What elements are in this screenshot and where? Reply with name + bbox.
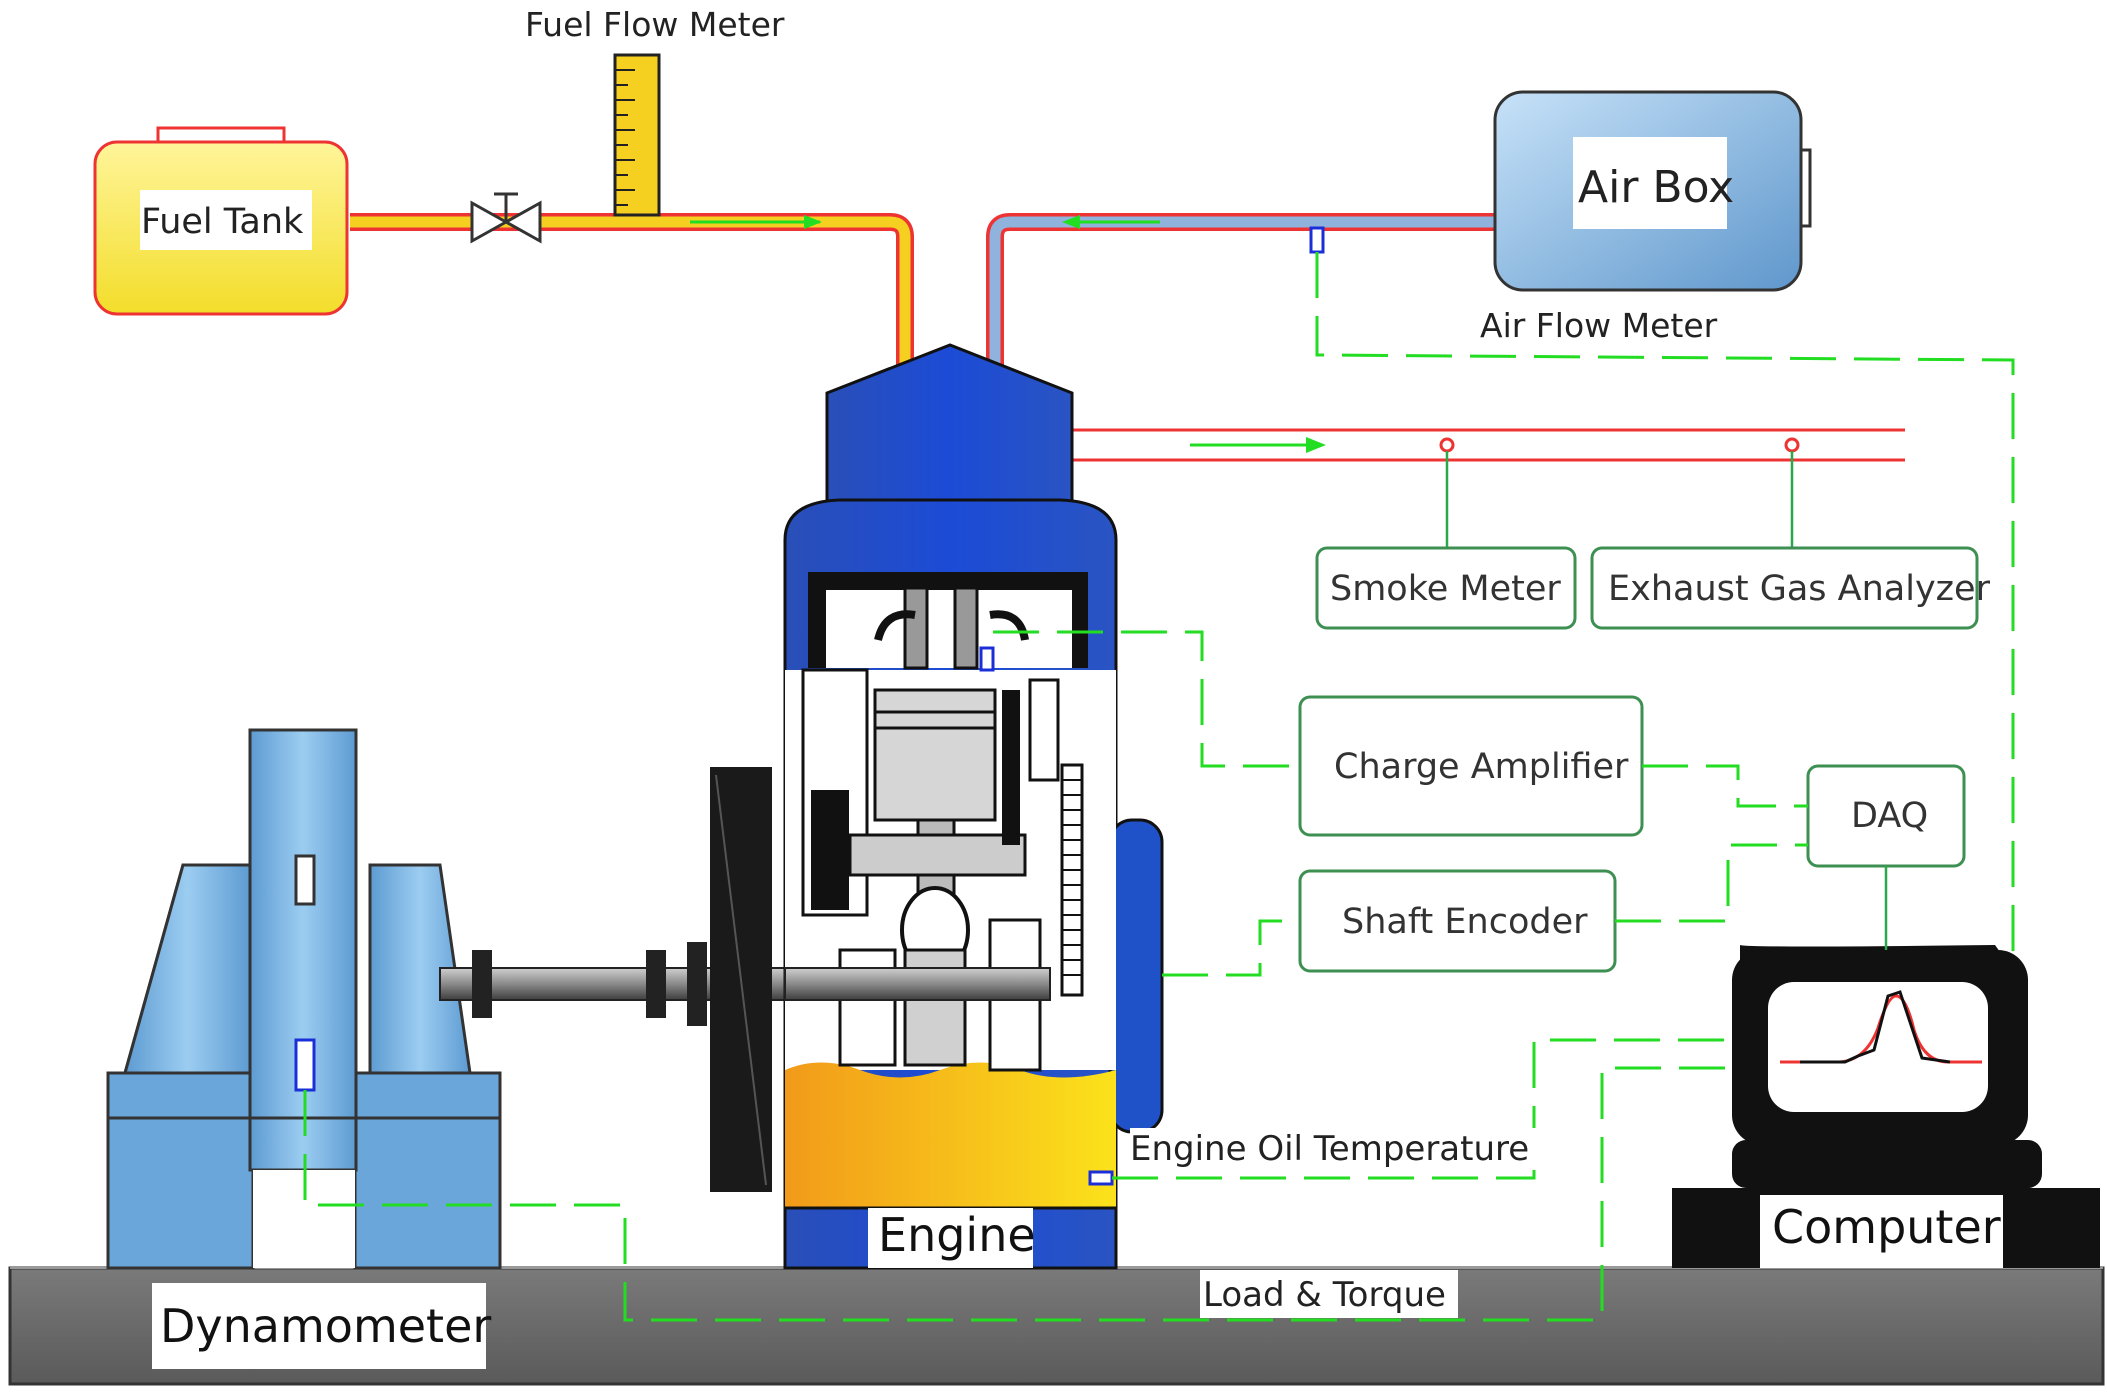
shaft-encoder-label: Shaft Encoder	[1342, 902, 1588, 942]
fuel-valve-icon	[470, 192, 542, 244]
engine-oil-temperature-label: Engine Oil Temperature	[1130, 1129, 1529, 1169]
fuel-flow-meter-label: Fuel Flow Meter	[525, 5, 785, 44]
fuel-tank	[93, 126, 349, 316]
air-flow-meter-label: Air Flow Meter	[1480, 306, 1718, 345]
fuel-tank-label: Fuel Tank	[141, 202, 304, 242]
daq-label: DAQ	[1851, 796, 1928, 836]
dynamometer	[106, 728, 502, 1270]
charge-amplifier-label: Charge Amplifier	[1334, 747, 1629, 787]
engine-label: Engine	[878, 1208, 1036, 1262]
smoke-meter-box	[1315, 546, 1577, 630]
air-box-label: Air Box	[1578, 162, 1734, 213]
fuel-flow-meter	[613, 53, 661, 217]
air-line	[986, 213, 1495, 380]
load-torque-label: Load & Torque	[1203, 1275, 1446, 1315]
exhaust-gas-analyzer-label: Exhaust Gas Analyzer	[1608, 569, 1991, 609]
computer	[1672, 945, 2100, 1268]
flywheel	[710, 767, 772, 1192]
computer-label: Computer	[1772, 1200, 2001, 1254]
signal-lines	[303, 252, 2015, 1322]
fuel-line	[350, 213, 914, 380]
exhaust-gas-analyzer-box	[1590, 546, 1979, 630]
air-box	[1493, 90, 1812, 292]
dynamometer-label: Dynamometer	[160, 1299, 491, 1353]
smoke-meter-label: Smoke Meter	[1330, 569, 1561, 609]
engine	[783, 343, 1164, 1270]
air-flow-sensor	[1309, 226, 1325, 254]
